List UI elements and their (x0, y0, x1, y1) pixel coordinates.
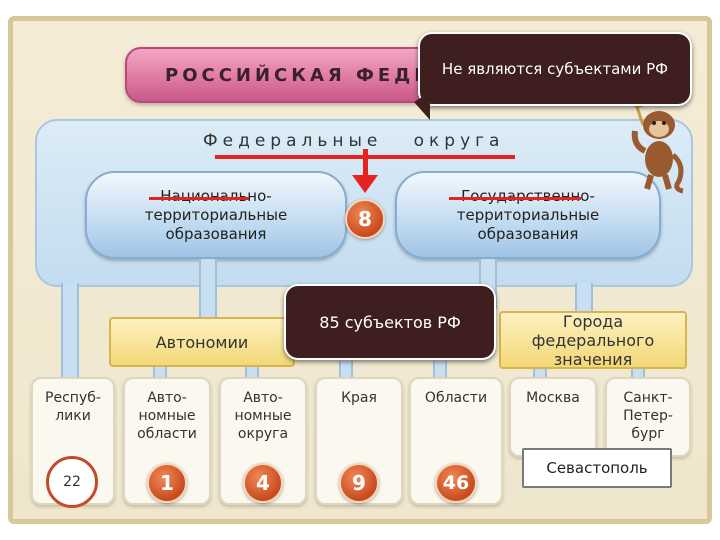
subject-label: Москва (526, 390, 580, 406)
national-underline (149, 197, 249, 200)
subject-card-krais: Края 9 (315, 377, 403, 505)
subject-count-badge: 4 (243, 463, 283, 503)
down-arrow-icon (352, 175, 378, 193)
subject-label: Края (341, 390, 377, 406)
subject-count-badge: 1 (147, 463, 187, 503)
not-subjects-callout: Не являются субъектами РФ (418, 32, 692, 106)
page-number-badge: 22 (46, 456, 98, 508)
federal-cities-label: Города федерального значения (531, 311, 655, 369)
state-underline (449, 197, 581, 200)
state-territorial-label: Государственно- территориальные образова… (456, 186, 600, 243)
national-territorial-label: Национально- территориальные образования (144, 186, 288, 243)
subject-card-oblasts: Области 46 (409, 377, 503, 505)
connector-pipe (199, 259, 217, 319)
subject-label: Области (424, 390, 488, 406)
subject-label: Авто- номные области (137, 390, 197, 442)
state-territorial-pill: Государственно- территориальные образова… (395, 171, 661, 259)
subject-card-autonomous-oblasts: Авто- номные области 1 (123, 377, 211, 505)
autonomies-label: Автономии (155, 332, 249, 352)
sevastopol-label-box: Севастополь (522, 448, 672, 488)
subject-card-saint-petersburg: Санкт- Петер- бург (605, 377, 691, 457)
autonomies-bar: Автономии (109, 317, 295, 367)
subject-count-badge: 46 (435, 463, 477, 503)
total-subjects-text: 85 субъектов РФ (319, 312, 461, 332)
total-subjects-callout: 85 субъектов РФ (284, 284, 496, 360)
down-arrow-stem (363, 149, 368, 177)
title-text: РОССИЙСКАЯ ФЕДЕРАЦ (165, 64, 487, 86)
subject-label: Респуб- лики (45, 390, 101, 424)
subject-card-moscow: Москва (509, 377, 597, 457)
page-number: 22 (63, 474, 81, 490)
federal-cities-bar: Города федерального значения (499, 311, 687, 369)
not-subjects-text: Не являются субъектами РФ (441, 60, 669, 78)
subject-label: Авто- номные округа (234, 390, 292, 442)
subject-card-autonomous-okrugs: Авто- номные округа 4 (219, 377, 307, 505)
federal-districts-label: Федеральные округа (203, 131, 505, 151)
monkey-icon (628, 86, 684, 194)
subject-count-badge: 9 (339, 463, 379, 503)
federal-districts-count-badge: 8 (345, 199, 385, 239)
subject-label: Санкт- Петер- бург (623, 390, 673, 442)
connector-pipe (575, 283, 593, 313)
national-territorial-pill: Национально- территориальные образования (85, 171, 347, 259)
sevastopol-text: Севастополь (546, 459, 648, 477)
title-bar: РОССИЙСКАЯ ФЕДЕРАЦ (125, 47, 482, 103)
connector-pipe (61, 283, 79, 393)
callout-tail (414, 92, 430, 120)
